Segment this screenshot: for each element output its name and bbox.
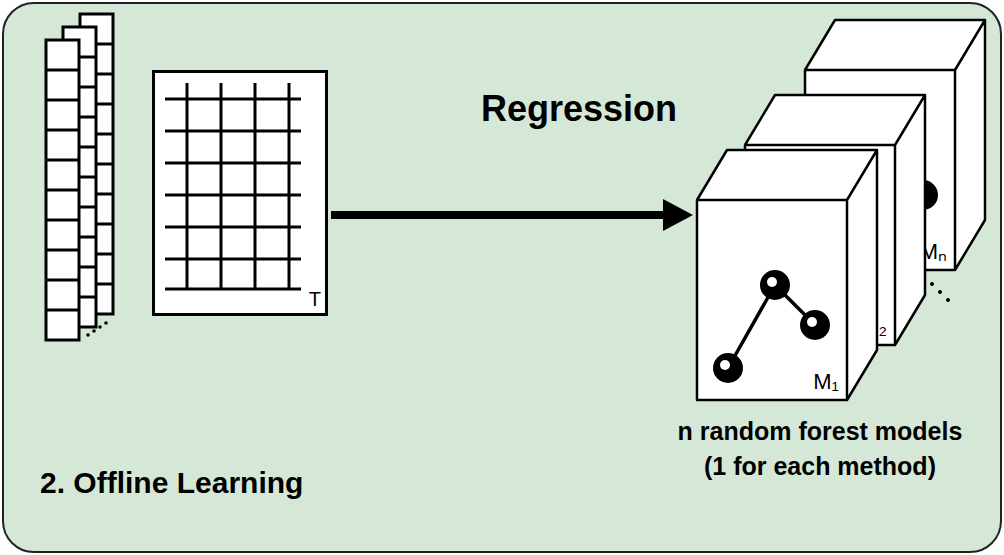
tree-node <box>800 310 830 340</box>
feature-matrix: T <box>152 70 328 316</box>
title-holder: 2. Offline Learning <box>40 466 303 501</box>
cube-body <box>745 95 925 345</box>
tree-node-hole <box>720 360 730 370</box>
vector-column <box>46 40 79 340</box>
tree-node-hole <box>828 230 838 240</box>
tree-node <box>821 223 851 253</box>
cube-body <box>805 20 985 270</box>
tree-node-hole <box>815 222 825 232</box>
tree-node <box>868 140 898 170</box>
matrix-label-holder: T <box>309 288 321 311</box>
tree-node <box>761 298 791 328</box>
cube-edges <box>745 95 925 345</box>
tree-node-hole <box>855 262 865 272</box>
model-label-holder: M₁ <box>813 369 839 394</box>
tree-branches <box>776 230 863 313</box>
model-caption: n random forest models (1 for each metho… <box>674 414 967 484</box>
flow-arrow <box>331 199 693 231</box>
vector-stack <box>46 14 113 340</box>
model-label: M₁ <box>813 369 839 394</box>
matrix-label: T <box>309 288 321 311</box>
tree-node-hole <box>767 277 777 287</box>
tree-node <box>808 215 838 245</box>
ellipsis-dots <box>930 282 950 302</box>
vector-cells <box>46 70 79 310</box>
panel-title: 2. Offline Learning <box>40 466 303 501</box>
tree-node <box>908 180 938 210</box>
tree-node-hole <box>915 187 925 197</box>
tree-node-hole <box>875 147 885 157</box>
tree-node <box>848 255 878 285</box>
arrow-head <box>663 199 693 231</box>
grid-lines <box>165 83 301 289</box>
tree-node-hole <box>768 305 778 315</box>
arrow-shaft <box>331 211 669 219</box>
caption-holder: n random forest models (1 for each metho… <box>674 414 967 484</box>
cube-edges <box>697 150 877 400</box>
tree-node <box>713 353 743 383</box>
edge-label: Regression <box>481 88 677 129</box>
model-cube: M₁ <box>697 150 877 400</box>
ellipsis-dots <box>86 321 108 337</box>
tree-branches <box>836 155 923 238</box>
tree-node-hole <box>807 317 817 327</box>
edge-label-holder: Regression <box>481 88 677 129</box>
model-cube-shape <box>697 150 877 400</box>
cube-body <box>697 150 877 400</box>
matrix-grid <box>155 73 325 313</box>
cube-edges <box>805 20 985 270</box>
tree-node <box>760 270 790 300</box>
